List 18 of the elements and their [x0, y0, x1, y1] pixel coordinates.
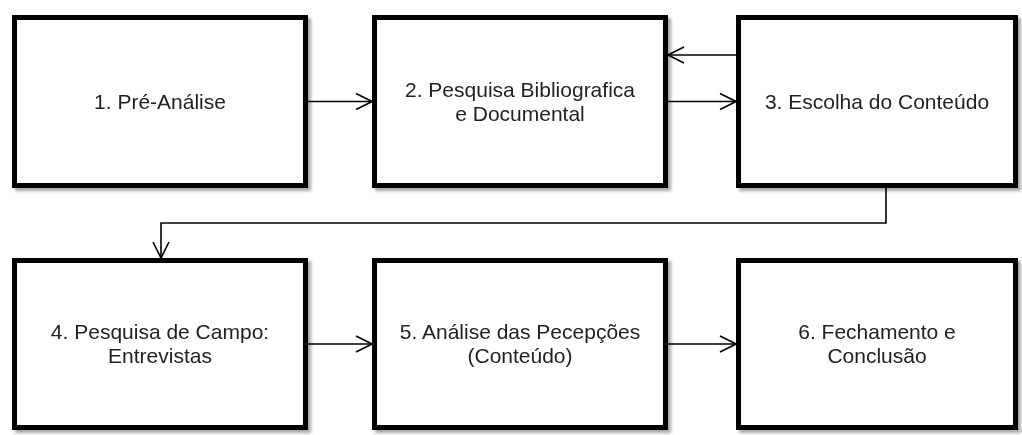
step-label: 1. Pré-Análise — [93, 89, 227, 114]
step-label: 6. Fechamento e Conclusão — [797, 320, 957, 368]
step-label: 4. Pesquisa de Campo: Entrevistas — [49, 320, 271, 368]
arrow — [307, 92, 373, 111]
arrow — [307, 335, 373, 353]
process-box — [372, 258, 668, 430]
arrow — [667, 92, 737, 111]
step-label: 2. Pesquisa Bibliografica e Documental — [404, 77, 636, 126]
process-box — [736, 258, 1018, 430]
process-box — [12, 258, 308, 430]
process-box — [736, 15, 1018, 188]
arrow — [667, 46, 737, 64]
arrow — [667, 335, 737, 353]
process-box — [12, 15, 308, 188]
step-label: 5. Análise das Pecepções (Conteúdo) — [398, 320, 642, 368]
step-label: 3. Escolha do Conteúdo — [763, 89, 991, 114]
process-box — [372, 15, 668, 188]
arrow — [152, 187, 887, 259]
